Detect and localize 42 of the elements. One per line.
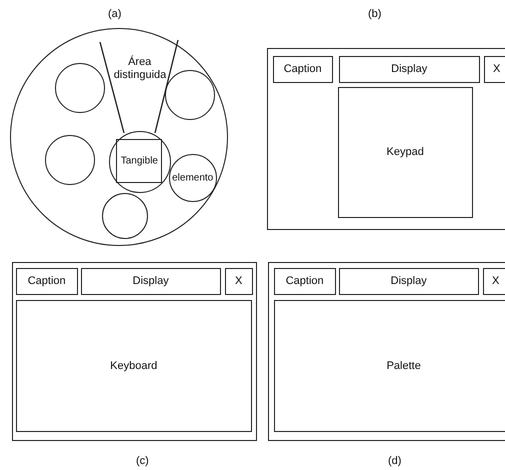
node-label: Display (132, 275, 170, 288)
close-button (484, 56, 505, 83)
node-label: Display (390, 275, 428, 288)
empty-circle (54, 62, 105, 113)
keypad-area (338, 86, 473, 218)
tangible-square (116, 139, 162, 184)
node-label: Caption (284, 275, 325, 288)
node-label: Display (390, 63, 428, 76)
center-circle (108, 130, 171, 193)
panel-caption: (c) (136, 455, 149, 467)
element-circle (168, 154, 217, 202)
caption-field (16, 268, 78, 295)
window-frame (268, 262, 505, 441)
node-label: Caption (282, 63, 323, 76)
palette-area (274, 300, 505, 432)
display-field (338, 268, 479, 295)
node-label: X (492, 63, 502, 76)
empty-circle (44, 134, 95, 185)
caption-field (274, 268, 336, 295)
empty-circle (164, 70, 215, 120)
round-panel (10, 28, 228, 246)
node-label: Caption (26, 275, 67, 288)
panel-caption: (d) (388, 455, 402, 467)
window-frame (267, 48, 505, 230)
node-label: X (491, 275, 500, 288)
node-label: X (234, 275, 244, 288)
node-label: Área distinguida (114, 56, 166, 82)
keyboard-area (16, 300, 252, 432)
panel-caption: (b) (368, 8, 382, 20)
display-field (80, 268, 221, 295)
empty-circle (102, 192, 148, 239)
node-label: Keyboard (109, 360, 158, 372)
close-button (482, 268, 505, 295)
node-label: Tangible (120, 156, 159, 167)
display-field (338, 56, 480, 83)
node-label: Keypad (386, 146, 425, 158)
panel-caption: (a) (108, 8, 122, 20)
close-button (224, 268, 253, 295)
caption-field (272, 56, 333, 83)
node-label: elemento (171, 172, 214, 184)
node-label: Palette (386, 360, 422, 372)
window-frame (12, 262, 257, 441)
